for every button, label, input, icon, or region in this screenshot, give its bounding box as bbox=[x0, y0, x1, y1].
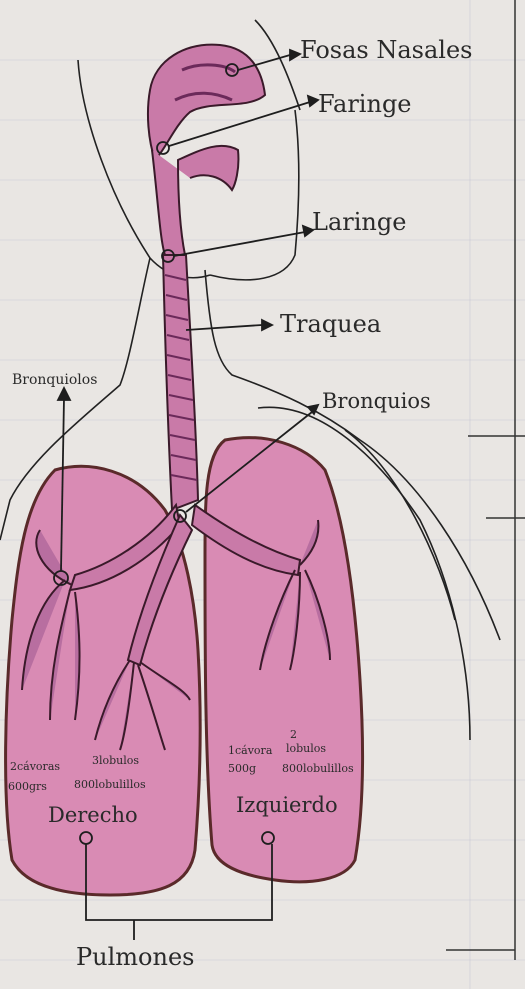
left-lung-cavities: 1cávora bbox=[228, 744, 273, 757]
label-bronquios: Bronquios bbox=[322, 389, 431, 413]
left-lung-lobes-count: 2 bbox=[290, 728, 297, 741]
left-lung-weight: 500g bbox=[228, 762, 256, 775]
left-lung-lobes: lobulos bbox=[286, 742, 326, 755]
right-lung-weight: 600grs bbox=[8, 780, 47, 793]
label-fosas-nasales: Fosas Nasales bbox=[300, 36, 473, 64]
label-faringe: Faringe bbox=[318, 90, 412, 118]
label-laringe: Laringe bbox=[312, 208, 406, 236]
right-lung-lobules: 800lobulillos bbox=[74, 778, 146, 791]
right-lung-cavities: 2cávoras bbox=[10, 760, 60, 773]
trachea bbox=[163, 255, 198, 510]
label-traquea: Traquea bbox=[280, 310, 381, 338]
left-lung-lobules: 800lobulillos bbox=[282, 762, 354, 775]
left-lung-name: Izquierdo bbox=[236, 793, 338, 817]
label-pulmones: Pulmones bbox=[76, 943, 194, 971]
pharynx bbox=[152, 146, 238, 255]
right-lung-lobes: 3lobulos bbox=[92, 754, 139, 767]
label-bronquiolos: Bronquiolos bbox=[12, 372, 97, 388]
right-lung-name: Derecho bbox=[48, 803, 138, 827]
